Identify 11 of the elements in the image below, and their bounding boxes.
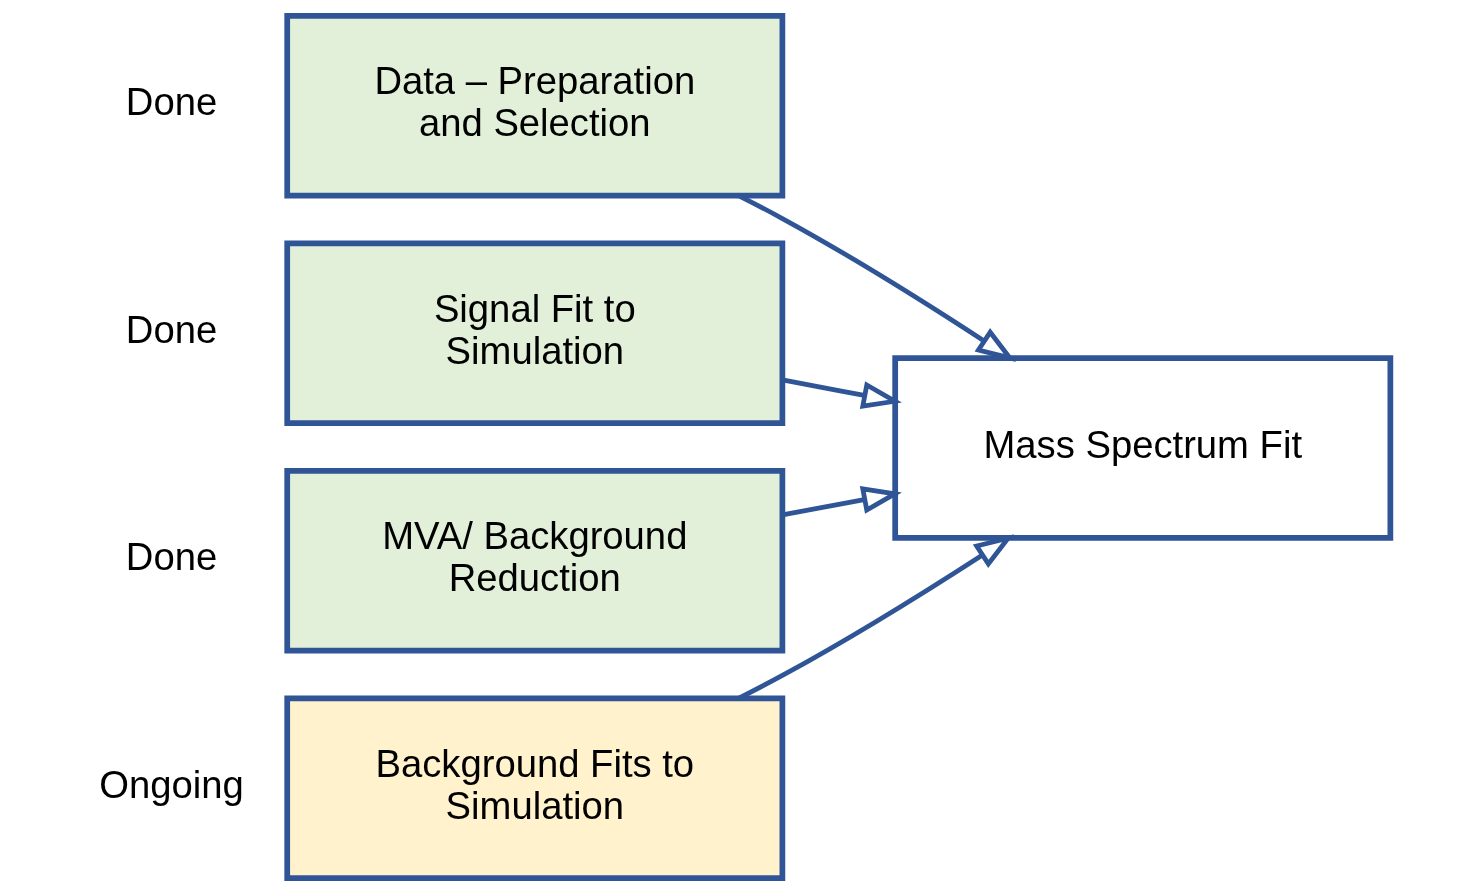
- node-label: Ongoing: [99, 762, 244, 806]
- node-label: Done: [125, 307, 218, 351]
- node-label: Done: [125, 80, 218, 124]
- node-box: Mass Spectrum Fit: [892, 355, 1394, 541]
- node-box: Data – Preparation and Selection: [284, 13, 786, 199]
- node-box: Background Fits to Simulation: [284, 695, 786, 881]
- arrow: [782, 486, 902, 518]
- node-box: Signal Fit to Simulation: [284, 240, 786, 426]
- arrow: [782, 377, 902, 409]
- node-box: MVA/ Background Reduction: [284, 468, 786, 654]
- node-label: Done: [125, 535, 218, 579]
